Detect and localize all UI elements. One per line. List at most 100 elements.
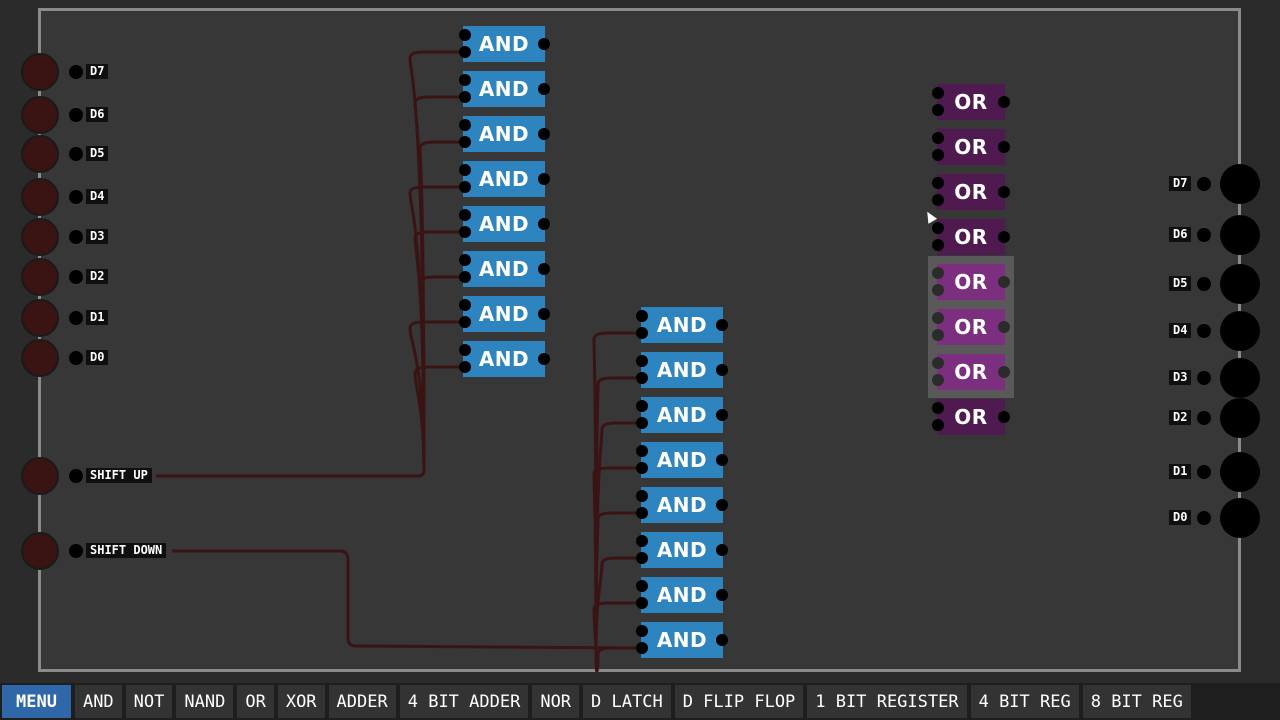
output-node[interactable]: [1197, 177, 1211, 191]
gate-input-b[interactable]: [932, 104, 944, 116]
gate-input-a[interactable]: [459, 119, 471, 131]
wire[interactable]: [594, 421, 636, 647]
gate-input-a[interactable]: [459, 299, 471, 311]
output-node[interactable]: [1197, 277, 1211, 291]
input-toggle-d0[interactable]: [21, 339, 59, 377]
control-node[interactable]: [69, 469, 83, 483]
gate-input-b[interactable]: [459, 271, 471, 283]
wire[interactable]: [594, 511, 636, 647]
and-gate[interactable]: AND: [463, 71, 545, 107]
and-button[interactable]: AND: [74, 685, 122, 718]
input-node[interactable]: [69, 230, 83, 244]
wire[interactable]: [156, 380, 426, 478]
gate-input-a[interactable]: [459, 254, 471, 266]
not-button[interactable]: NOT: [125, 685, 173, 718]
wire[interactable]: [413, 365, 459, 471]
and-gate[interactable]: AND: [641, 622, 723, 658]
input-toggle-d3[interactable]: [21, 218, 59, 256]
or-gate[interactable]: OR: [937, 219, 1005, 255]
and-gate[interactable]: AND: [641, 577, 723, 613]
gate-output[interactable]: [998, 186, 1010, 198]
8-bit-reg-button[interactable]: 8 BIT REG: [1082, 685, 1191, 718]
and-gate[interactable]: AND: [463, 296, 545, 332]
nor-button[interactable]: NOR: [532, 685, 580, 718]
gate-input-b[interactable]: [636, 372, 648, 384]
gate-output[interactable]: [998, 141, 1010, 153]
gate-input-a[interactable]: [459, 29, 471, 41]
and-gate[interactable]: AND: [641, 307, 723, 343]
output-node[interactable]: [1197, 411, 1211, 425]
output-node[interactable]: [1197, 324, 1211, 338]
and-gate[interactable]: AND: [641, 442, 723, 478]
gate-input-b[interactable]: [636, 507, 648, 519]
gate-input-b[interactable]: [932, 284, 944, 296]
gate-output[interactable]: [538, 263, 550, 275]
gate-input-a[interactable]: [636, 625, 648, 637]
gate-input-a[interactable]: [932, 87, 944, 99]
input-node[interactable]: [69, 147, 83, 161]
gate-input-b[interactable]: [636, 462, 648, 474]
and-gate[interactable]: AND: [641, 532, 723, 568]
1-bit-register-button[interactable]: 1 BIT REGISTER: [807, 685, 967, 718]
gate-input-b[interactable]: [459, 136, 471, 148]
input-toggle-d4[interactable]: [21, 178, 59, 216]
gate-output[interactable]: [538, 128, 550, 140]
gate-input-b[interactable]: [459, 181, 471, 193]
gate-output[interactable]: [716, 364, 728, 376]
gate-input-a[interactable]: [636, 535, 648, 547]
gate-output[interactable]: [716, 409, 728, 421]
gate-output[interactable]: [998, 96, 1010, 108]
wire[interactable]: [408, 185, 459, 471]
nand-button[interactable]: NAND: [176, 685, 234, 718]
wire[interactable]: [594, 556, 636, 647]
input-node[interactable]: [69, 311, 83, 325]
or-gate[interactable]: OR: [937, 399, 1005, 435]
gate-output[interactable]: [538, 308, 550, 320]
gate-input-a[interactable]: [636, 490, 648, 502]
gate-input-b[interactable]: [636, 417, 648, 429]
gate-output[interactable]: [716, 544, 728, 556]
output-node[interactable]: [1197, 371, 1211, 385]
4-bit-reg-button[interactable]: 4 BIT REG: [970, 685, 1079, 718]
gate-input-a[interactable]: [636, 310, 648, 322]
and-gate[interactable]: AND: [463, 26, 545, 62]
gate-input-a[interactable]: [636, 355, 648, 367]
input-toggle-d5[interactable]: [21, 135, 59, 173]
d-latch-button[interactable]: D LATCH: [583, 685, 671, 718]
gate-output[interactable]: [538, 83, 550, 95]
gate-input-b[interactable]: [932, 374, 944, 386]
or-gate[interactable]: OR: [937, 174, 1005, 210]
and-gate[interactable]: AND: [641, 352, 723, 388]
control-node[interactable]: [69, 544, 83, 558]
gate-output[interactable]: [538, 38, 550, 50]
adder-button[interactable]: ADDER: [328, 685, 396, 718]
gate-input-a[interactable]: [636, 400, 648, 412]
wire[interactable]: [592, 601, 636, 647]
gate-output[interactable]: [998, 276, 1010, 288]
input-node[interactable]: [69, 351, 83, 365]
and-gate[interactable]: AND: [641, 397, 723, 433]
gate-input-b[interactable]: [636, 597, 648, 609]
gate-input-a[interactable]: [932, 177, 944, 189]
gate-input-b[interactable]: [459, 226, 471, 238]
output-node[interactable]: [1197, 511, 1211, 525]
gate-input-b[interactable]: [636, 552, 648, 564]
gate-output[interactable]: [998, 321, 1010, 333]
gate-input-b[interactable]: [459, 91, 471, 103]
gate-output[interactable]: [716, 319, 728, 331]
gate-input-a[interactable]: [932, 402, 944, 414]
gate-input-a[interactable]: [932, 357, 944, 369]
or-button[interactable]: OR: [237, 685, 274, 718]
gate-input-a[interactable]: [459, 209, 471, 221]
wire[interactable]: [594, 645, 636, 673]
gate-output[interactable]: [538, 353, 550, 365]
gate-input-b[interactable]: [459, 46, 471, 58]
input-node[interactable]: [69, 108, 83, 122]
and-gate[interactable]: AND: [463, 341, 545, 377]
input-toggle-d7[interactable]: [21, 53, 59, 91]
gate-output[interactable]: [538, 218, 550, 230]
gate-output[interactable]: [716, 454, 728, 466]
gate-input-a[interactable]: [932, 267, 944, 279]
and-gate[interactable]: AND: [641, 487, 723, 523]
gate-input-a[interactable]: [636, 445, 648, 457]
